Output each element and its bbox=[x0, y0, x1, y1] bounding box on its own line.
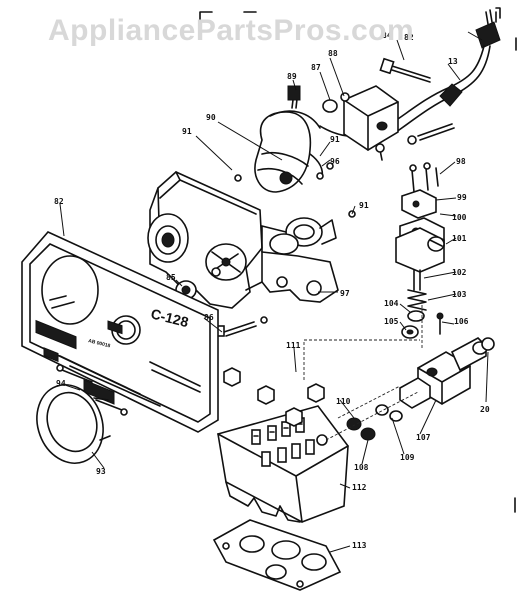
part-number: 112 bbox=[352, 483, 367, 492]
part-number-labels: 82 84 13 89 87 88 90 91 91 91 98 99 100 … bbox=[54, 31, 490, 550]
small-seals bbox=[346, 404, 403, 441]
part-number: 105 bbox=[384, 317, 399, 326]
part-number: 99 bbox=[457, 193, 467, 202]
part-number: 89 bbox=[287, 72, 297, 81]
callout-lines bbox=[59, 31, 489, 553]
part-number: 85 bbox=[166, 273, 176, 282]
bolt-84 bbox=[379, 57, 431, 83]
part-number: 97 bbox=[340, 289, 350, 298]
part-number: 103 bbox=[452, 290, 467, 299]
timer-motor bbox=[254, 85, 324, 193]
part-number: 91 bbox=[330, 135, 340, 144]
part-number: 93 bbox=[96, 467, 106, 476]
knob-99 bbox=[36, 384, 111, 464]
base-bracket-97 bbox=[245, 251, 339, 303]
panel-screws bbox=[56, 364, 128, 416]
part-number: 113 bbox=[352, 541, 367, 550]
part-number: 91 bbox=[359, 201, 369, 210]
watermark: AppliancePartsPros.com bbox=[48, 14, 415, 47]
power-cord bbox=[319, 9, 501, 141]
part-number: 84 bbox=[382, 31, 392, 40]
part-number: 108 bbox=[354, 463, 369, 472]
part-number: 110 bbox=[336, 397, 351, 406]
screws-86 bbox=[215, 316, 268, 337]
manifold-base-112 bbox=[217, 405, 349, 523]
part-number: 104 bbox=[384, 299, 399, 308]
gasket-113 bbox=[212, 519, 342, 591]
part-number: 20 bbox=[480, 405, 490, 414]
part-number: 98 bbox=[456, 157, 466, 166]
cam-shaft-assembly bbox=[261, 217, 337, 259]
panel-small-text: AB 00018 bbox=[88, 338, 112, 349]
part-number: 90 bbox=[206, 113, 216, 122]
part-number: 87 bbox=[311, 63, 321, 72]
motor-washers bbox=[234, 162, 356, 218]
timer-housing bbox=[147, 171, 263, 309]
part-number: 107 bbox=[416, 433, 431, 442]
part-number: 96 bbox=[330, 157, 340, 166]
part-number: 111 bbox=[286, 341, 301, 350]
part-number: 82 bbox=[404, 33, 414, 42]
part-number: 94 bbox=[56, 379, 66, 388]
crop-marks bbox=[199, 7, 517, 513]
part-number: 101 bbox=[452, 234, 467, 243]
leader-lines bbox=[303, 300, 423, 441]
part-number: 102 bbox=[452, 268, 467, 277]
part-number: 82 bbox=[54, 197, 64, 206]
motor-bracket bbox=[322, 85, 399, 151]
manifold-terminals bbox=[251, 417, 315, 467]
valve-column bbox=[395, 162, 445, 339]
part-number: 106 bbox=[454, 317, 469, 326]
part-number: 109 bbox=[400, 453, 415, 462]
part-number: 13 bbox=[448, 57, 458, 66]
part-number: 100 bbox=[452, 213, 467, 222]
part-number: 88 bbox=[328, 49, 338, 58]
hex-nuts bbox=[223, 367, 325, 427]
part-number: 86 bbox=[204, 313, 214, 322]
front-panel: C-128 AB 00018 bbox=[21, 231, 219, 433]
water-valve-107 bbox=[399, 337, 495, 409]
part-number: 91 bbox=[182, 127, 192, 136]
bracket-screws bbox=[375, 123, 455, 161]
